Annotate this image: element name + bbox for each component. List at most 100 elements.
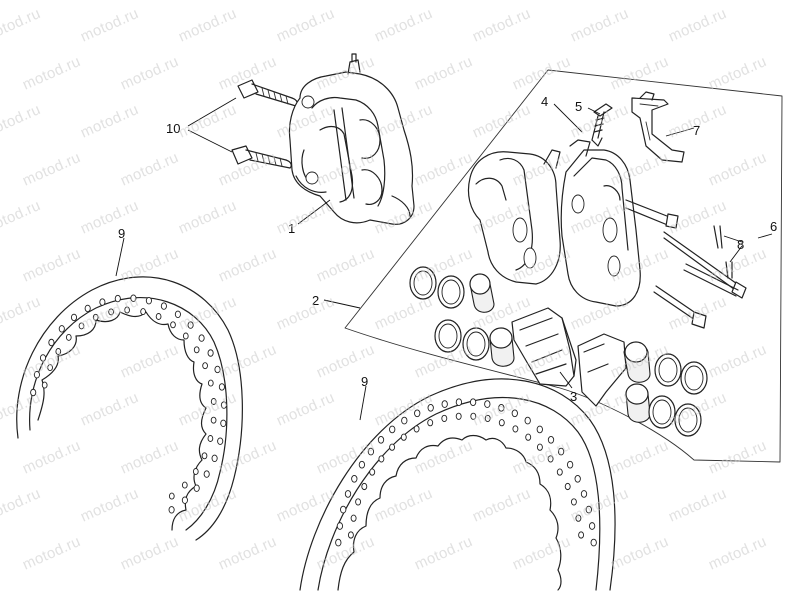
- drill-hole: [484, 400, 491, 408]
- drill-hole: [211, 454, 218, 462]
- callout-3: 3: [570, 389, 577, 404]
- drill-hole: [455, 398, 463, 407]
- callout-4: 4: [541, 94, 548, 109]
- drill-hole: [84, 304, 91, 313]
- drill-hole: [547, 435, 555, 444]
- callout-6: 6: [770, 219, 777, 234]
- drill-hole: [170, 321, 176, 329]
- drill-hole: [207, 349, 214, 357]
- drill-hole: [336, 522, 344, 530]
- drill-hole: [140, 308, 146, 316]
- drill-hole: [369, 468, 376, 476]
- drill-hole: [207, 379, 214, 387]
- drill-hole: [570, 498, 577, 506]
- caliper-bolts-and-pins: [625, 199, 747, 329]
- drill-hole: [377, 435, 385, 444]
- drill-hole: [124, 306, 130, 314]
- drill-hole: [578, 531, 585, 539]
- drill-hole: [401, 416, 408, 425]
- drill-hole: [441, 414, 448, 422]
- caliper-assembly: [288, 53, 415, 225]
- drill-hole: [389, 425, 396, 434]
- callout-2: 2: [312, 293, 319, 308]
- drill-hole: [498, 403, 505, 412]
- callout-1: 1: [288, 221, 295, 236]
- drill-hole: [210, 416, 217, 424]
- drill-hole: [155, 313, 162, 320]
- drill-hole: [556, 468, 563, 476]
- drill-hole: [70, 313, 78, 322]
- drill-hole: [218, 383, 225, 391]
- piston-seals-left: [409, 266, 515, 367]
- callout-labels: 10 1 2 3 4 5 6 7 8 9 9: [118, 94, 777, 404]
- drill-hole: [427, 403, 434, 412]
- pad-retaining-spring: [631, 91, 685, 163]
- drill-hole: [335, 538, 342, 547]
- mounting-bolt-lower: [231, 145, 292, 169]
- drill-hole: [525, 433, 532, 441]
- drill-hole: [92, 313, 99, 321]
- drill-hole: [210, 398, 217, 405]
- drill-hole: [39, 354, 47, 362]
- drill-hole: [427, 419, 434, 427]
- drill-hole: [145, 297, 152, 305]
- drill-hole: [201, 452, 208, 460]
- drill-hole: [575, 514, 582, 522]
- drill-hole: [168, 506, 175, 514]
- drill-hole: [214, 365, 221, 374]
- brake-disc-right: [299, 378, 616, 591]
- drill-hole: [400, 433, 407, 441]
- drill-hole: [547, 455, 554, 463]
- drill-hole: [181, 496, 188, 504]
- drill-hole: [389, 443, 396, 451]
- leader-lines: [115, 97, 773, 421]
- drill-hole: [130, 294, 137, 302]
- drill-hole: [512, 425, 519, 433]
- drill-hole: [160, 302, 167, 310]
- drill-hole: [217, 437, 224, 445]
- drill-hole: [108, 308, 114, 316]
- drill-hole: [455, 412, 462, 420]
- drill-hole: [590, 538, 597, 547]
- drill-hole: [358, 460, 366, 469]
- drill-hole: [441, 400, 448, 408]
- drill-hole: [30, 388, 37, 397]
- drill-hole: [192, 468, 199, 475]
- callout-7: 7: [693, 123, 700, 138]
- drill-hole: [47, 364, 53, 372]
- exploded-parts-frame: [344, 69, 783, 463]
- drill-hole: [41, 381, 48, 389]
- drill-hole: [48, 338, 55, 347]
- drill-hole: [536, 443, 543, 451]
- callout-9-left: 9: [118, 226, 125, 241]
- drill-hole: [220, 401, 227, 409]
- drill-hole: [350, 514, 357, 522]
- brake-pads: [511, 307, 627, 407]
- drill-hole: [203, 470, 210, 478]
- disc-left-drill-holes: [30, 294, 227, 514]
- drill-hole: [524, 416, 531, 425]
- drill-hole: [484, 414, 491, 422]
- drill-hole: [588, 522, 596, 530]
- drill-hole: [566, 460, 574, 469]
- callout-10: 10: [166, 121, 180, 136]
- drill-hole: [58, 325, 65, 333]
- drill-hole: [511, 409, 518, 418]
- caliper-half-inner: [467, 149, 561, 285]
- drill-hole: [498, 419, 505, 427]
- drill-hole: [414, 409, 421, 418]
- caliper-half-outer: [560, 139, 641, 307]
- drill-hole: [181, 481, 188, 489]
- drill-hole: [193, 484, 200, 492]
- callout-8: 8: [737, 237, 744, 252]
- drill-hole: [202, 362, 208, 370]
- drill-hole: [470, 412, 477, 420]
- drill-hole: [220, 419, 227, 427]
- drill-hole: [187, 321, 194, 329]
- drill-hole: [557, 447, 565, 456]
- drill-hole: [55, 348, 62, 355]
- bleed-valve: [591, 103, 613, 147]
- drill-hole: [351, 474, 358, 483]
